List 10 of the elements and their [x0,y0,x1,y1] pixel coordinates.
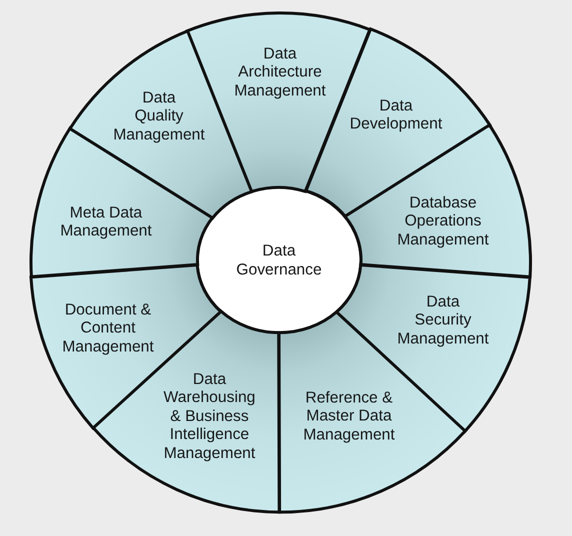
segment-label: Data Warehousing & Business Intelligence Management [164,370,256,464]
segment-label: Reference & Master Data Management [303,389,395,445]
segment-label: Data Quality Management [113,89,205,145]
segment-label: Database Operations Management [397,194,489,250]
hub-label: Data Governance [236,242,322,280]
segment-label: Data Architecture Management [234,45,326,101]
segment-label: Data Development [350,97,442,134]
segment-label: Meta Data Management [60,204,152,242]
segment-label: Document & Content Management [62,301,154,357]
segment-label: Data Security Management [397,293,489,349]
